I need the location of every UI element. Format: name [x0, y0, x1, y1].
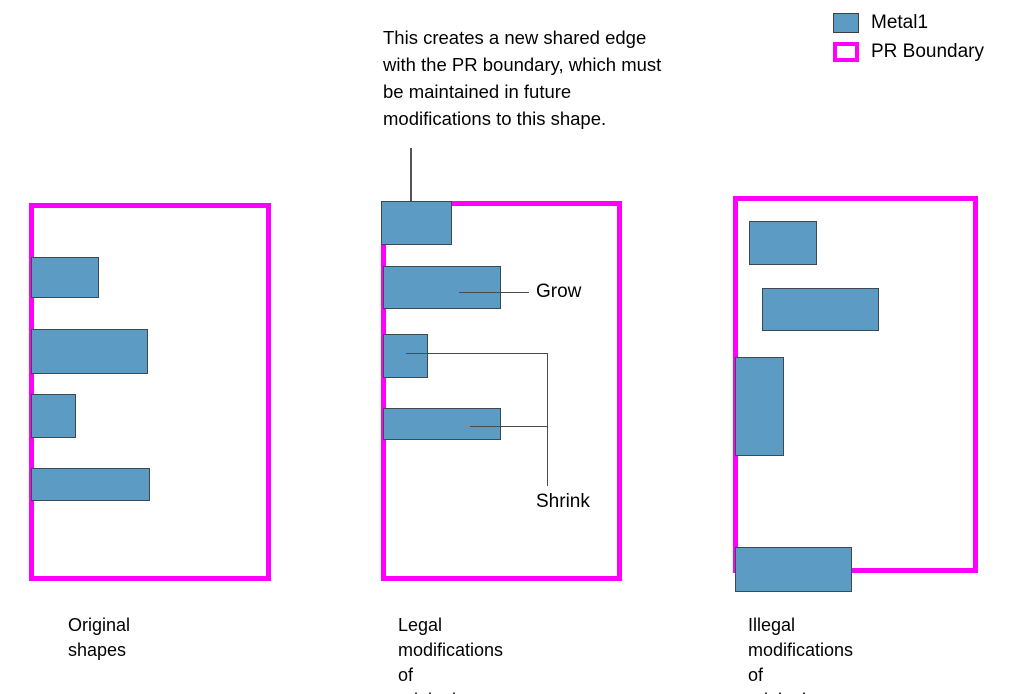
metal1-shape-grown	[383, 266, 501, 309]
annotation-leader-line	[410, 148, 412, 234]
grow-leader-line	[459, 292, 529, 294]
legend-label-pr-boundary: PR Boundary	[871, 40, 985, 62]
shrink-leader-line-bottom	[470, 426, 548, 428]
legend-label-metal1: Metal1	[871, 11, 929, 33]
metal1-shape-detached	[749, 221, 817, 265]
metal1-shape	[31, 257, 99, 298]
shrink-leader-line-top	[406, 353, 548, 355]
pr-boundary-original	[29, 203, 271, 581]
metal1-shape	[31, 394, 76, 438]
panel-caption-illegal: Illegal modifications of original shapes	[748, 615, 854, 694]
metal1-shape-shared-edge	[381, 201, 452, 245]
panel-caption-original: Original shapes	[68, 615, 131, 660]
metal1-shape-detached	[762, 288, 879, 331]
metal1-swatch-icon	[833, 12, 859, 33]
pr-boundary-legal	[381, 201, 622, 581]
metal1-shape-crossing-boundary	[735, 547, 852, 592]
shrink-leader-line-vertical	[547, 353, 549, 486]
metal1-shape-shrunk	[383, 408, 501, 440]
pr-boundary-swatch-icon	[833, 41, 859, 62]
metal1-shape-shrunk	[383, 334, 428, 378]
panel-caption-legal: Legal modifications of original shapes	[398, 615, 504, 694]
metal1-shape	[31, 329, 148, 374]
legend-item-metal1: Metal1	[833, 8, 984, 37]
legend: Metal1 PR Boundary	[833, 8, 984, 66]
annotation-text: This creates a new shared edge with the …	[383, 27, 662, 129]
grow-label: Grow	[536, 281, 582, 302]
shrink-label: Shrink	[536, 491, 590, 512]
metal1-shape	[31, 468, 150, 501]
metal1-shape-overlapping-edge	[735, 357, 784, 456]
legend-item-pr-boundary: PR Boundary	[833, 37, 984, 66]
